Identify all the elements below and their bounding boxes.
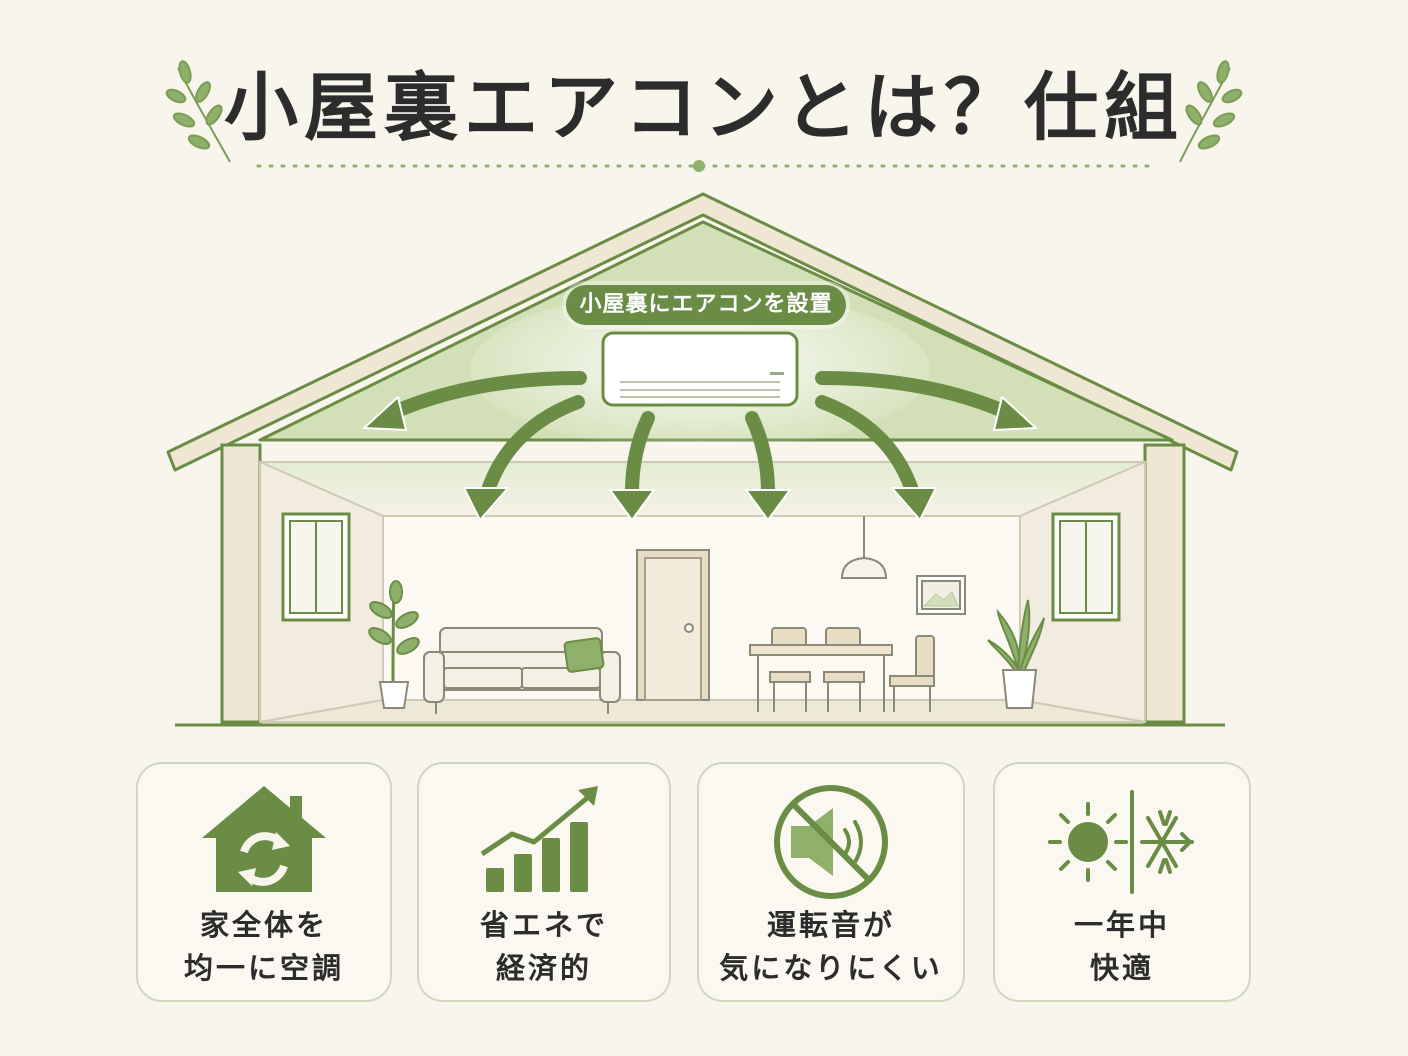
air-conditioner-icon <box>601 331 799 407</box>
right-leaf-sprig-icon <box>1179 60 1243 163</box>
feature-label-line2: 均一に空調 <box>183 951 344 985</box>
airflow-arrowheads <box>363 396 1037 521</box>
page-title: 小屋裏エアコンとは？仕組 <box>224 65 1184 151</box>
right-plant-icon <box>987 599 1045 709</box>
title-decoration <box>165 60 1243 172</box>
muted-speaker-icon <box>774 785 888 899</box>
feature-card-quiet-operation: 運転音が 気になりにくい <box>697 762 965 1002</box>
left-window <box>281 512 351 622</box>
feature-label-line1: 省エネで <box>479 908 608 942</box>
dotted-divider <box>256 160 1152 172</box>
pendant-light-icon <box>840 516 888 579</box>
attic-install-label: 小屋裏にエアコンを設置 <box>566 285 846 325</box>
left-plant-icon <box>368 580 420 709</box>
left-leaf-sprig-icon <box>165 60 231 163</box>
sofa-icon <box>423 627 621 714</box>
sun-snowflake-icon <box>1048 790 1194 894</box>
house-circulation-icon <box>202 786 326 892</box>
feature-label-line2: 快適 <box>1089 951 1154 985</box>
feature-card-year-round: 一年中 快適 <box>993 762 1251 1002</box>
feature-label-line2: 経済的 <box>495 951 592 985</box>
rising-bar-chart-icon <box>480 786 598 892</box>
feature-label-line1: 一年中 <box>1073 908 1170 942</box>
feature-label-line2: 気になりにくい <box>719 951 943 985</box>
airflow-arrows <box>385 371 1015 499</box>
door-icon <box>636 549 710 701</box>
feature-label-line1: 家全体を <box>199 908 328 942</box>
right-window <box>1051 512 1121 622</box>
wall-picture-icon <box>916 575 966 615</box>
feature-label-line1: 運転音が <box>766 908 895 942</box>
feature-card-energy-saving: 省エネで 経済的 <box>417 762 671 1002</box>
dining-set-icon <box>749 627 935 712</box>
feature-card-uniform-air: 家全体を 均一に空調 <box>136 762 392 1002</box>
